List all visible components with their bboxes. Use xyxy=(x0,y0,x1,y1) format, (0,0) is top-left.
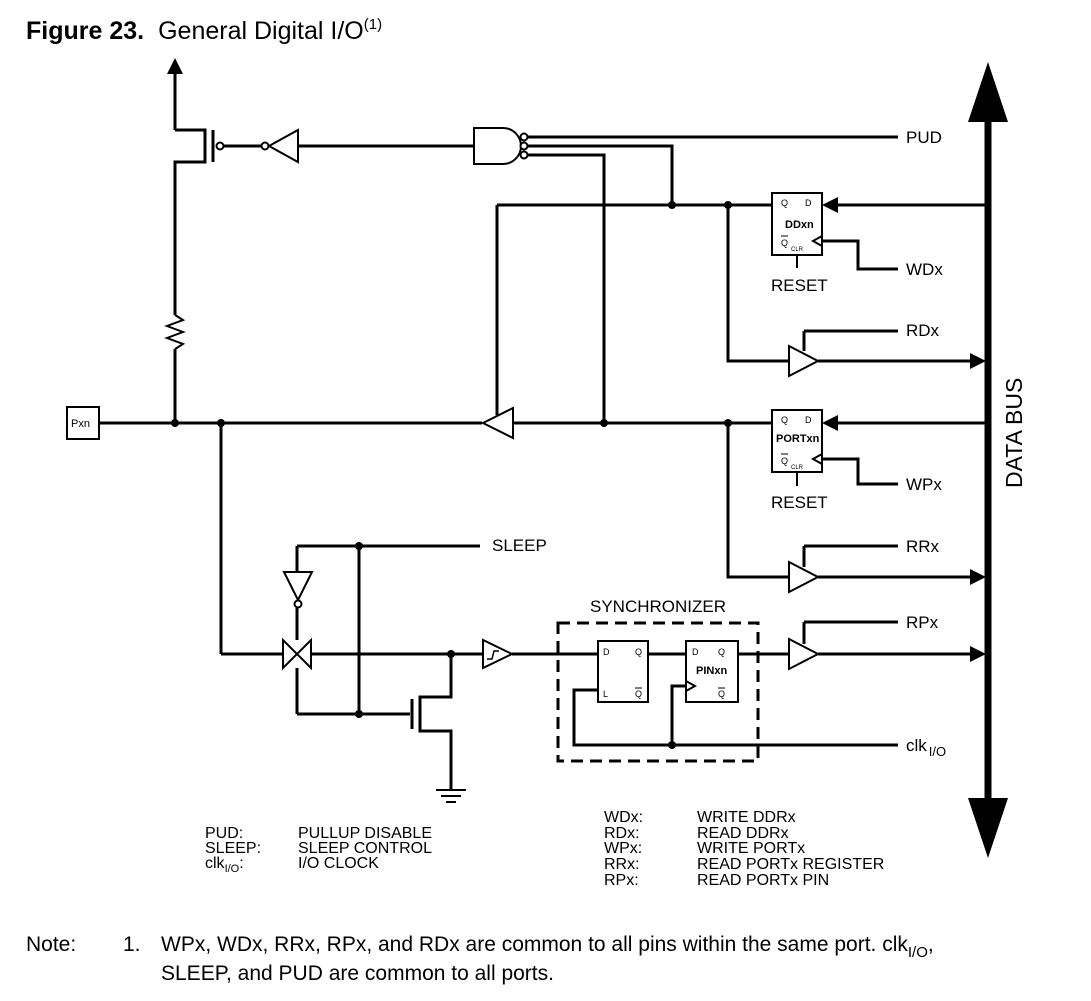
svg-text:Q: Q xyxy=(781,415,788,425)
rdx-buffer xyxy=(726,205,986,378)
pxn-pin-label: Pxn xyxy=(71,418,90,430)
portxn-register: Q D PORTxn Q CLR RESET xyxy=(771,409,988,512)
transmission-gate-right xyxy=(295,637,312,671)
pullup-section xyxy=(164,58,898,423)
svg-text:READ PORTx REGISTER: READ PORTx REGISTER xyxy=(697,856,884,873)
wdx-label: WDx xyxy=(906,260,943,279)
ddxn-name: DDxn xyxy=(785,219,814,231)
portxn-name: PORTxn xyxy=(776,433,820,445)
pullup-inverter xyxy=(266,128,299,164)
svg-text:RDx:: RDx: xyxy=(604,825,640,842)
note-number: 1. xyxy=(123,933,141,956)
pud-label: PUD xyxy=(906,128,942,147)
svg-text:PUD:: PUD: xyxy=(205,825,243,842)
pin-line: Pxn xyxy=(66,205,772,440)
synchronizer: SYNCHRONIZER D Q L Q D Q PINxn Q xyxy=(556,597,898,763)
wpx-label: WPx xyxy=(906,475,942,494)
svg-text:clkI/O:: clkI/O: xyxy=(205,855,244,875)
svg-text:D: D xyxy=(603,647,610,657)
sleep-label: SLEEP xyxy=(492,536,547,555)
pullup-resistor xyxy=(164,314,186,350)
svg-text:SLEEP CONTROL: SLEEP CONTROL xyxy=(298,840,432,857)
pullup-transistor xyxy=(173,128,207,315)
note-label: Note: xyxy=(26,933,76,956)
note-line-2: SLEEP, and PUD are common to all ports. xyxy=(161,962,554,985)
note-line-1: WPx, WDx, RRx, RPx, and RDx are common t… xyxy=(161,933,934,961)
pullup-and-gate xyxy=(473,127,522,165)
sleep-inverter xyxy=(282,571,314,603)
svg-text:CLR: CLR xyxy=(791,247,804,253)
data-bus-label: DATA BUS xyxy=(1001,378,1027,488)
svg-text:Q: Q xyxy=(635,689,642,699)
ddxn-reset-label: RESET xyxy=(771,276,828,295)
legend-left: PUD: PULLUP DISABLE SLEEP: SLEEP CONTROL… xyxy=(205,825,432,875)
figure-title: Figure 23.General Digital I/O(1) xyxy=(26,16,382,45)
rpx-buffer xyxy=(788,620,986,671)
transmission-gate-left xyxy=(282,637,299,671)
portxn-box xyxy=(771,409,823,473)
svg-text:WDx:: WDx: xyxy=(604,809,643,826)
svg-text:D: D xyxy=(805,415,812,425)
svg-text:RPx:: RPx: xyxy=(604,872,639,889)
data-bus-up-arrow xyxy=(968,62,1008,122)
svg-text:D: D xyxy=(805,198,812,208)
legend-right: WDx: WRITE DDRx RDx: READ DDRx WPx: WRIT… xyxy=(604,809,884,889)
svg-text:I/O CLOCK: I/O CLOCK xyxy=(298,855,379,872)
data-bus: DATA BUS xyxy=(968,62,1027,858)
svg-text:WRITE DDRx: WRITE DDRx xyxy=(697,809,796,826)
svg-text:D: D xyxy=(692,647,699,657)
sleep-section xyxy=(219,423,482,803)
svg-text:L: L xyxy=(603,689,608,699)
data-bus-down-arrow xyxy=(968,798,1008,858)
svg-text:READ PORTx PIN: READ PORTx PIN xyxy=(697,872,829,889)
synchronizer-boundary xyxy=(556,621,760,763)
svg-text:READ DDRx: READ DDRx xyxy=(697,825,789,842)
rdx-tristate-buffer xyxy=(788,344,821,378)
svg-text:Q: Q xyxy=(781,198,788,208)
svg-text:Q: Q xyxy=(635,647,642,657)
rpx-label: RPx xyxy=(906,613,939,632)
ddxn-box xyxy=(771,192,823,256)
pinxn-name: PINxn xyxy=(696,665,727,677)
sync-latch-box xyxy=(597,640,649,703)
pinxn-box xyxy=(685,640,739,703)
svg-text:WRITE PORTx: WRITE PORTx xyxy=(697,840,805,857)
rrx-tristate-buffer xyxy=(788,560,821,594)
portxn-reset-label: RESET xyxy=(771,493,828,512)
ddxn-register: Q D DDxn Q CLR RESET xyxy=(497,192,988,295)
rrx-buffer xyxy=(726,423,986,594)
rpx-tristate-buffer xyxy=(788,637,821,671)
svg-text:SLEEP:: SLEEP: xyxy=(205,840,261,857)
synchronizer-label: SYNCHRONIZER xyxy=(590,597,726,616)
svg-text:Q: Q xyxy=(718,647,725,657)
svg-text:RRx:: RRx: xyxy=(604,856,640,873)
schmitt-trigger xyxy=(482,638,598,670)
svg-text:PULLUP DISABLE: PULLUP DISABLE xyxy=(298,825,432,842)
rdx-label: RDx xyxy=(906,321,940,340)
svg-text:Q: Q xyxy=(781,238,788,248)
rrx-label: RRx xyxy=(906,537,940,556)
figure-note: Note: 1. WPx, WDx, RRx, RPx, and RDx are… xyxy=(26,933,934,985)
pxn-pin-box xyxy=(66,406,100,440)
svg-text:Q: Q xyxy=(781,456,788,466)
svg-text:WPx:: WPx: xyxy=(604,840,642,857)
vcc-arrow xyxy=(167,58,183,74)
svg-text:CLR: CLR xyxy=(791,465,804,471)
svg-text:Q: Q xyxy=(718,689,725,699)
